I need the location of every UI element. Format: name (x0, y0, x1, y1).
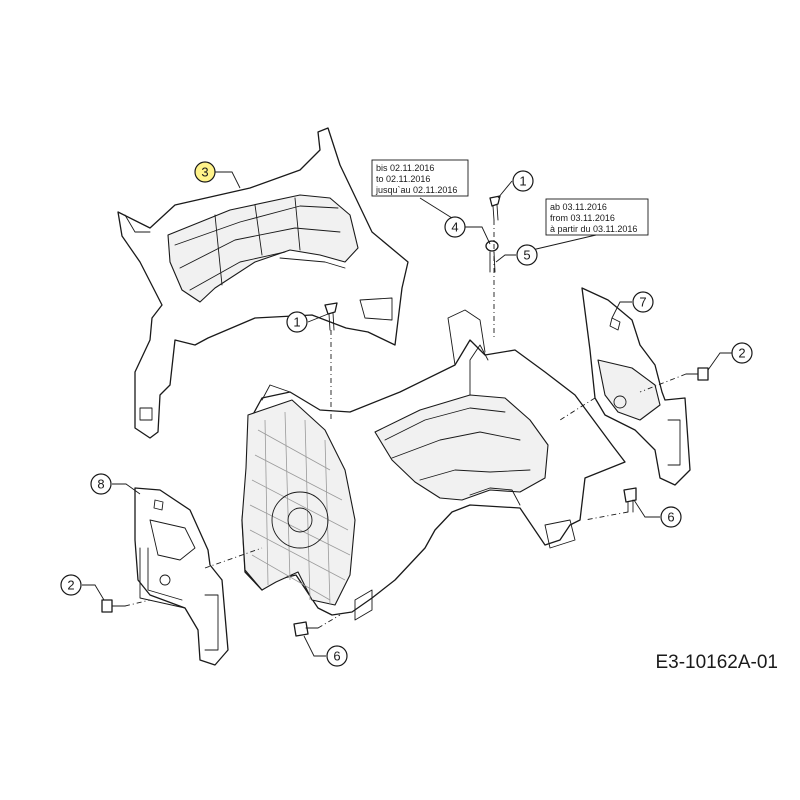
callout-7: 7 (632, 291, 654, 313)
fastener-screw-6-left (293, 621, 319, 637)
callout-1-center: 1 (286, 311, 308, 333)
callout-5: 5 (516, 244, 538, 266)
callout-8: 8 (90, 473, 112, 495)
callout-7-number: 7 (639, 295, 646, 310)
fastener-screw-6-right (623, 487, 637, 513)
fastener-part-4-clip (485, 240, 499, 273)
callout-2-right: 2 (731, 342, 753, 364)
note-before-date: bis 02.11.2016 to 02.11.2016 jusqu`au 02… (371, 159, 469, 197)
part-8-left-bracket (134, 487, 229, 666)
fastener-screw-2-left (101, 599, 126, 613)
callout-6-left-number: 6 (333, 649, 340, 664)
note-before-line-3: jusqu`au 02.11.2016 (375, 185, 457, 195)
fastener-screw-1-center (324, 302, 338, 331)
part-3-upper-cover (117, 127, 409, 439)
note-after-date: ab 03.11.2016 from 03.11.2016 à partir d… (545, 198, 649, 236)
note-after-line-3: à partir du 03.11.2016 (550, 224, 637, 234)
drawing-id: E3-10162A-01 (655, 652, 778, 673)
note-after-line-1: ab 03.11.2016 (550, 202, 607, 212)
note-before-line-1: bis 02.11.2016 (376, 163, 434, 173)
callout-2-left-number: 2 (67, 578, 74, 593)
callout-3-number: 3 (201, 165, 208, 180)
part-7-right-bracket (581, 287, 691, 486)
assembly-lines (124, 220, 687, 629)
callout-4: 4 (444, 216, 466, 238)
callout-1-top: 1 (512, 170, 534, 192)
callout-2-left: 2 (60, 574, 82, 596)
callout-8-number: 8 (97, 477, 104, 492)
callout-3: 3 (194, 161, 216, 183)
note-after-line-2: from 03.11.2016 (550, 213, 615, 223)
callout-1-center-number: 1 (293, 315, 300, 330)
main-housing (241, 309, 626, 621)
callout-6-left: 6 (326, 645, 348, 667)
callout-4-number: 4 (451, 220, 458, 235)
leader-lines (82, 171, 732, 657)
callout-1-top-number: 1 (519, 174, 526, 189)
note-before-line-2: to 02.11.2016 (376, 174, 430, 184)
callout-2-right-number: 2 (738, 346, 745, 361)
callout-5-number: 5 (523, 248, 530, 263)
callout-6-right: 6 (660, 506, 682, 528)
fastener-screw-1-top (489, 195, 501, 221)
fastener-screw-2-right (685, 367, 709, 381)
callout-6-right-number: 6 (667, 510, 674, 525)
